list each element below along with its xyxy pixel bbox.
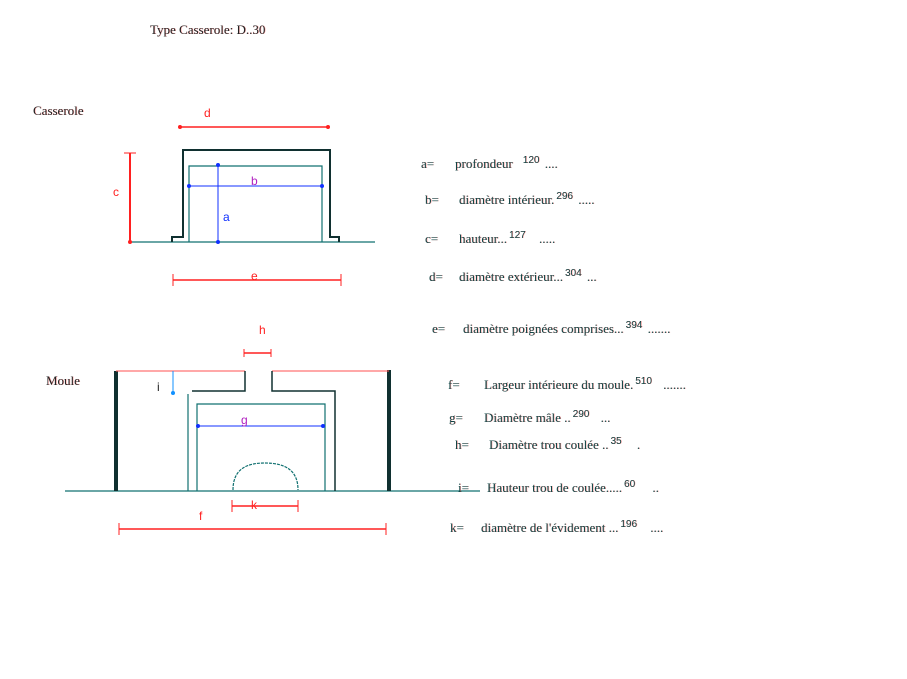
dimension-g: g=Diamètre mâle ..290 ... bbox=[449, 409, 611, 425]
label-h: h bbox=[259, 323, 266, 337]
dimension-c: c=hauteur...127 ..... bbox=[425, 230, 556, 246]
label-b: b bbox=[251, 174, 258, 188]
label-f: f bbox=[199, 509, 203, 523]
label-k: k bbox=[251, 498, 258, 512]
moule-labels: f g h i k bbox=[157, 323, 266, 523]
dimension-i: i=Hauteur trou de coulée.....60 .. bbox=[458, 479, 659, 495]
label-e: e bbox=[251, 269, 258, 283]
label-g: g bbox=[241, 413, 248, 427]
casserole-inner-wall bbox=[188, 165, 323, 242]
dimension-k: k=diamètre de l'évidement ...196 .... bbox=[450, 519, 664, 535]
label-i: i bbox=[157, 380, 160, 394]
casserole-outer-wall bbox=[171, 149, 340, 242]
dimension-e: e=diamètre poignées comprises...394 ....… bbox=[432, 320, 671, 336]
dimension-d: d=diamètre extérieur...304 ... bbox=[429, 268, 597, 284]
dimension-h: h=Diamètre trou coulée ..35 . bbox=[455, 436, 641, 452]
label-c: c bbox=[113, 185, 119, 199]
casserole-labels: a b c d e bbox=[113, 106, 258, 283]
label-a: a bbox=[223, 210, 230, 224]
moule-male-core bbox=[196, 403, 326, 491]
dimension-b: b=diamètre intérieur.296 ..... bbox=[425, 191, 595, 207]
dimension-f: f=Largeur intérieure du moule.510 ......… bbox=[448, 376, 686, 392]
section-casserole-label: Casserole bbox=[33, 103, 84, 118]
casserole-drawing bbox=[124, 125, 375, 286]
section-moule-label: Moule bbox=[46, 373, 80, 388]
moule-drawing bbox=[65, 349, 480, 535]
moule-recess bbox=[232, 462, 299, 491]
label-d: d bbox=[204, 106, 211, 120]
page-title: Type Casserole: D..30 bbox=[150, 22, 266, 37]
